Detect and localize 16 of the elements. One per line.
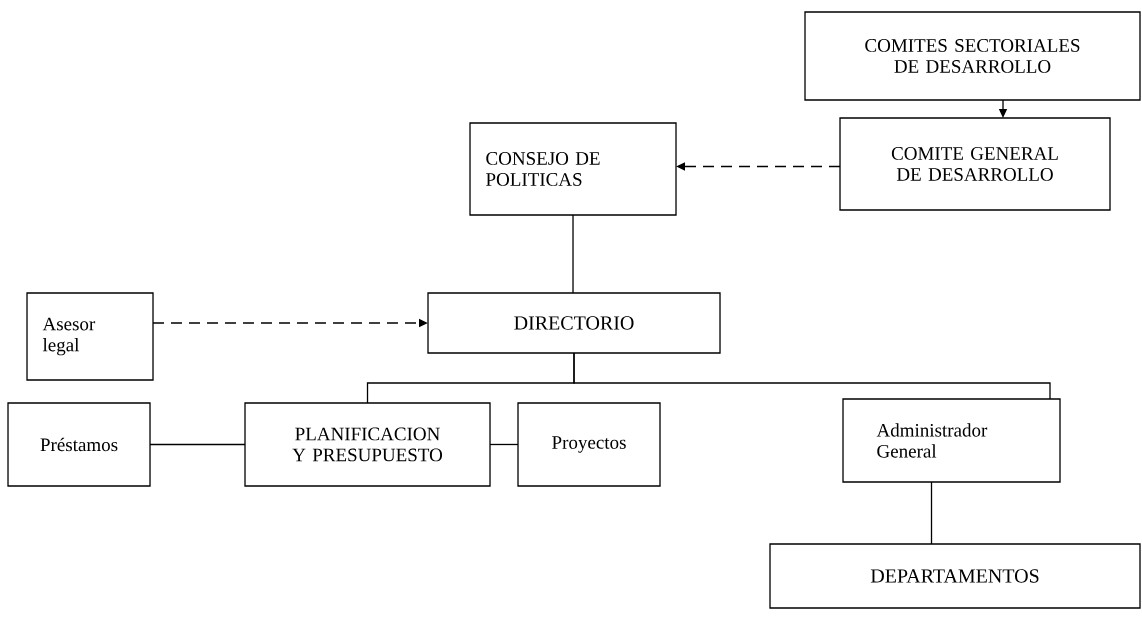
org-box: COMITE GENERAL DE DESARROLLO: [839, 117, 1111, 211]
connector: [930, 481, 933, 545]
connector: [676, 162, 841, 171]
org-box: CONSEJO DE POLITICAS: [469, 122, 677, 216]
connector: [489, 443, 519, 446]
org-box: DIRECTORIO: [427, 292, 721, 354]
org-box: Administrador General: [842, 398, 1061, 483]
org-box: Préstamos: [7, 402, 151, 487]
org-box: DEPARTAMENTOS: [769, 543, 1141, 609]
org-box: COMITES SECTORIALES DE DESARROLLO: [804, 11, 1141, 101]
connector: [572, 214, 574, 294]
org-box: Proyectos: [517, 402, 661, 487]
org-box: PLANIFICACION Y PRESUPUESTO: [244, 402, 491, 487]
org-box: Asesor legal: [26, 292, 154, 381]
connector: [149, 443, 246, 446]
connector: [573, 352, 1051, 400]
